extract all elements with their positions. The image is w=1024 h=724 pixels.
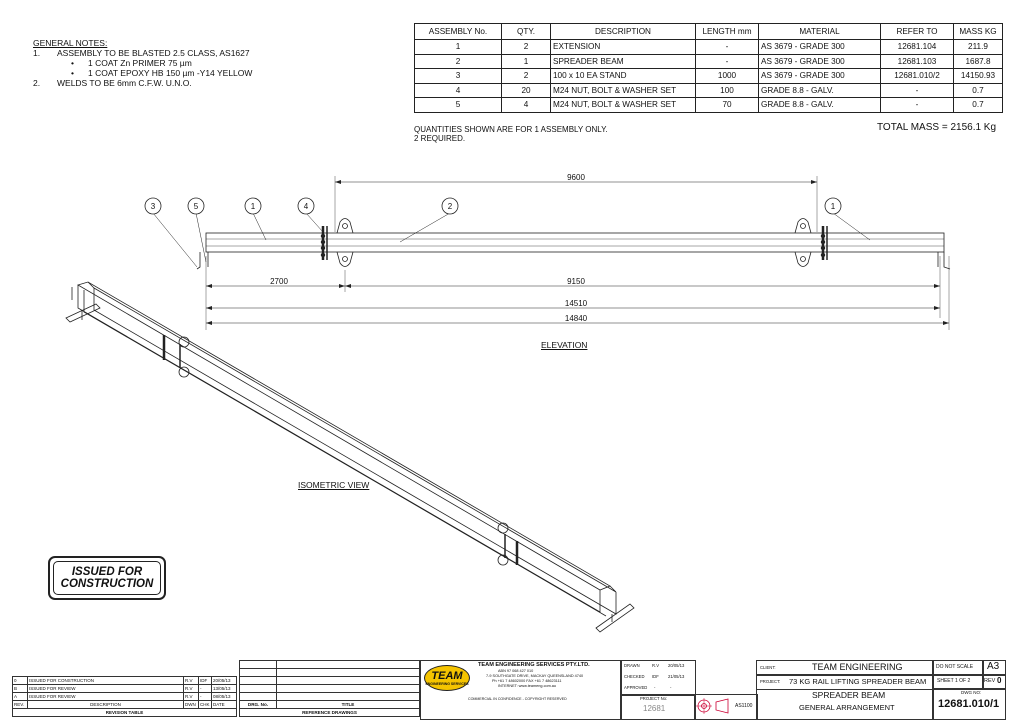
revision-cell: ISSUED FOR REVIEW — [27, 692, 184, 701]
revision-footer: REVISION TABLE — [12, 708, 237, 717]
quantity-note: QUANTITIES SHOWN ARE FOR 1 ASSEMBLY ONLY… — [414, 125, 608, 143]
balloon-label: 4 — [304, 202, 309, 211]
note-item: •1 COAT EPOXY HB 150 µm -Y14 YELLOW — [71, 68, 253, 78]
revision-cell: A — [12, 692, 28, 701]
revision-cell: B — [12, 684, 28, 693]
dim-9150: 9150 — [567, 277, 585, 286]
note-item: 1.ASSEMBLY TO BE BLASTED 2.5 CLASS, AS16… — [33, 48, 250, 58]
isometric-label: ISOMETRIC VIEW — [298, 480, 370, 490]
sheet-size: A3 — [987, 661, 1000, 672]
revision-cell: R.V — [183, 676, 199, 685]
revision-number: 0 — [997, 676, 1002, 685]
revision-cell: R.V — [183, 692, 199, 701]
stand-right — [943, 252, 951, 270]
balloon-label: 5 — [194, 202, 199, 211]
project-number: 12681 — [643, 704, 666, 713]
balloon — [297, 197, 315, 215]
balloon — [824, 197, 842, 215]
elevation-label: ELEVATION — [541, 340, 588, 350]
third-angle-projection-icon — [696, 698, 729, 714]
revision-cell: 08/05/13 — [211, 692, 237, 701]
revision-cell: - — [198, 684, 212, 693]
header-cell: MATERIAL — [758, 23, 881, 40]
revision-cell: ISSUED FOR REVIEW — [27, 684, 184, 693]
revision-cell: ISSUED FOR CONSTRUCTION — [27, 676, 184, 685]
header-cell: ASSEMBLY No. — [414, 23, 502, 40]
drawing-title-2: GENERAL ARRANGEMENT — [799, 703, 895, 712]
note-item: •1 COAT Zn PRIMER 75 µm — [71, 58, 192, 68]
total-mass: TOTAL MASS = 2156.1 Kg — [877, 122, 997, 133]
balloon-label: 1 — [831, 202, 836, 211]
notes-heading: GENERAL NOTES: — [33, 38, 108, 48]
iso-stand-right — [595, 603, 635, 633]
parts-cell: 0.7 — [953, 97, 1003, 113]
revision-cell: 13/05/13 — [211, 684, 237, 693]
company-logo: TEAM ENGINEERING SERVICES — [424, 665, 470, 691]
parts-cell: 70 — [695, 97, 759, 113]
parts-cell: - — [880, 97, 954, 113]
drawing-title-1: SPREADER BEAM — [812, 690, 886, 700]
stand-left — [196, 252, 201, 270]
approval-block — [620, 660, 696, 696]
general-notes: GENERAL NOTES: 1.ASSEMBLY TO BE BLASTED … — [33, 38, 252, 88]
parts-cell: 211.9 — [953, 39, 1003, 55]
issued-stamp: ISSUED FOR CONSTRUCTION — [48, 556, 166, 600]
parts-table: ASSEMBLY No. QTY. DESCRIPTION LENGTH mm … — [414, 23, 1003, 113]
dim-14840: 14840 — [565, 314, 588, 323]
balloon — [441, 197, 459, 215]
client-name: TEAM ENGINEERING — [812, 662, 903, 672]
balloon-label: 2 — [448, 202, 453, 211]
elevation-beam — [205, 232, 945, 253]
iso-stand-left — [65, 303, 101, 323]
revision-cell: 0 — [12, 676, 28, 685]
revision-cell: - — [198, 692, 212, 701]
note-item: 2.WELDS TO BE 6mm C.F.W. U.N.O. — [33, 78, 192, 88]
isometric-view — [65, 281, 635, 633]
header-cell: MASS KG — [953, 23, 1003, 40]
revision-header: REV. DESCRIPTION DWN CHK DATE — [12, 700, 237, 709]
balloon-label: 1 — [251, 202, 256, 211]
balloon-label: 3 — [151, 202, 156, 211]
dim-2700: 2700 — [270, 277, 288, 286]
projection-block — [694, 694, 758, 720]
revision-cell: R.V — [183, 684, 199, 693]
project-name: 73 KG RAIL LIFTING SPREADER BEAM — [789, 677, 927, 686]
parts-cell: GRADE 8.8 - GALV. — [758, 97, 881, 113]
company-name: TEAM ENGINEERING SERVICES PTY.LTD. — [478, 662, 590, 668]
iso-beam-top — [77, 281, 611, 591]
revision-cell: IDF — [198, 676, 212, 685]
lug — [336, 218, 354, 234]
company-block — [420, 660, 622, 720]
revision-cell: 20/05/13 — [211, 676, 237, 685]
lug — [794, 218, 812, 234]
project-no-block — [620, 694, 696, 720]
dim-9600: 9600 — [567, 173, 585, 182]
balloons — [144, 197, 842, 215]
balloon — [244, 197, 262, 215]
drawing-number: 12681.010/1 — [938, 698, 1000, 710]
balloon — [144, 197, 162, 215]
parts-table-header: ASSEMBLY No. QTY. DESCRIPTION LENGTH mm … — [414, 23, 1003, 40]
dim-14510: 14510 — [565, 299, 588, 308]
dimension-arrows — [206, 180, 949, 325]
balloon — [187, 197, 205, 215]
reference-drawings: DRG. No.TITLE REFERENCE DRAWINGS — [239, 660, 420, 717]
